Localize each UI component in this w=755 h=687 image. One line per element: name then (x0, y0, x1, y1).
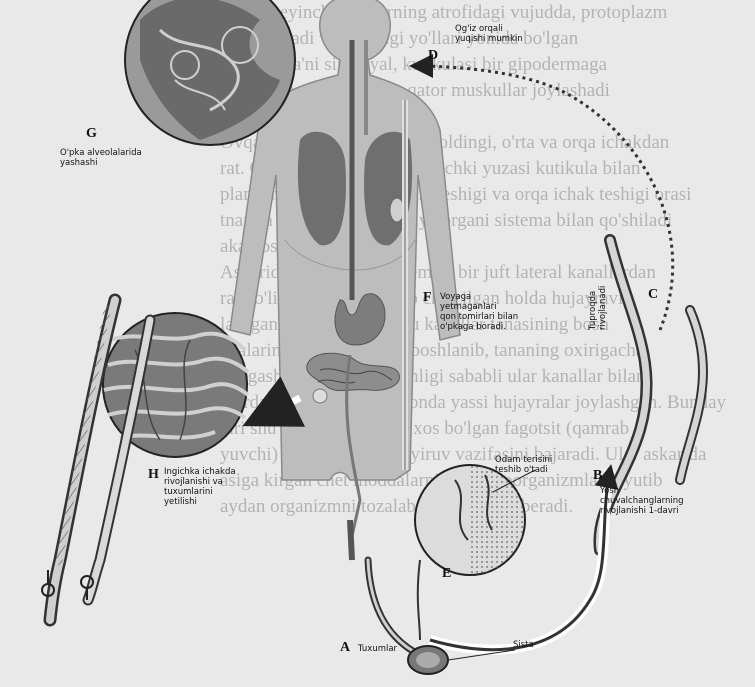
label-f: F (423, 290, 432, 306)
label-a: A (340, 640, 350, 656)
rectum (350, 520, 352, 560)
skin-penetration-magnified-circle (415, 465, 535, 575)
caption-cyst: Sista (513, 640, 534, 650)
label-b: B (593, 468, 602, 484)
label-e: E (442, 566, 451, 582)
egg-release-line (418, 560, 420, 640)
caption-a: Tuxumlar (358, 644, 397, 654)
label-c: C (648, 287, 658, 303)
feces-path-fill (368, 560, 420, 655)
label-g: G (86, 126, 97, 142)
label-d: D (428, 48, 438, 64)
egg-cyst (408, 646, 448, 674)
label-h: H (148, 467, 159, 483)
